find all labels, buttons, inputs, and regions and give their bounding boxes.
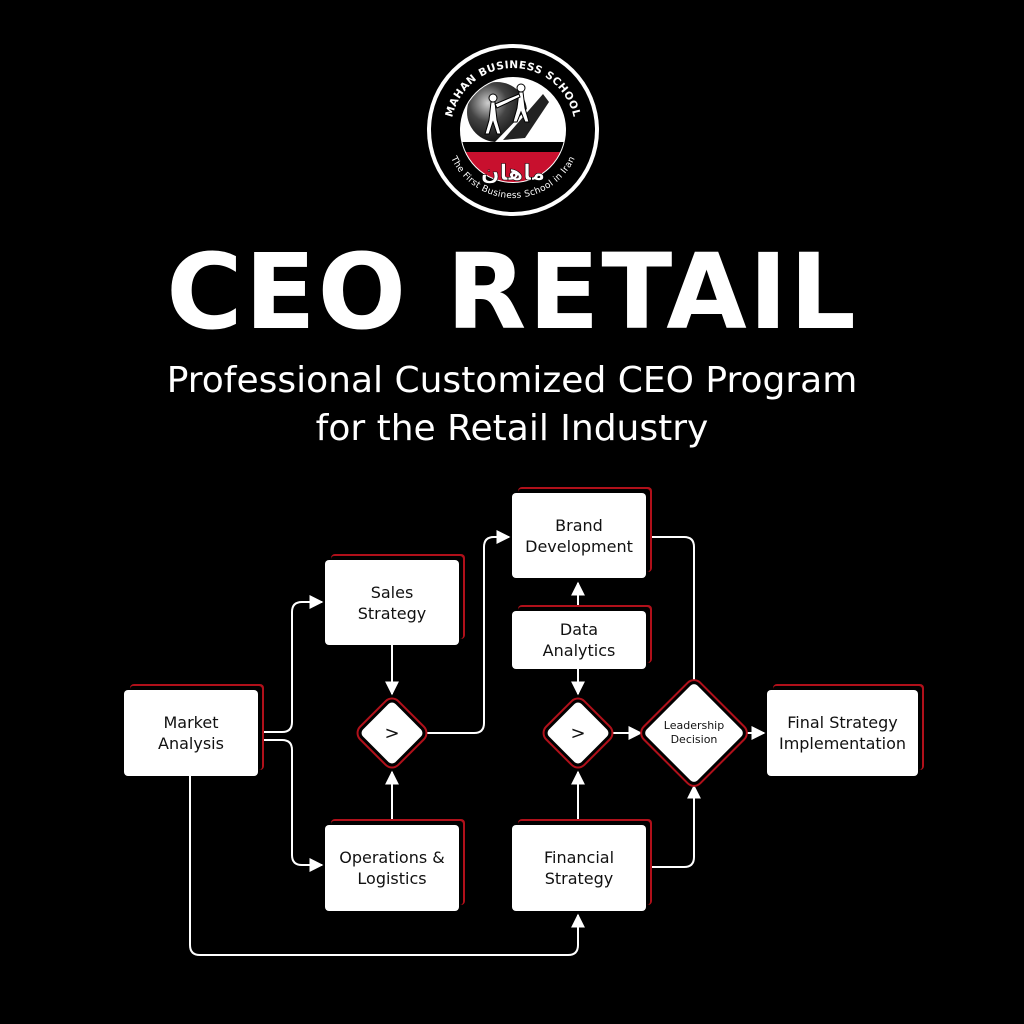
logo-seal-icon: MAHAN BUSINESS SCHOOL The First Business… — [427, 44, 599, 216]
connector-brand-to-leadership — [646, 536, 695, 684]
financial-strategy-box: Financial Strategy — [512, 825, 646, 911]
operations-logistics-box: Operations & Logistics — [325, 825, 459, 911]
market-analysis-box: Market Analysis — [124, 690, 258, 776]
connector-market-to-operations — [258, 739, 324, 872]
connector-financial-to-leadership — [646, 784, 701, 868]
subtitle-line-1: Professional Customized CEO Program — [166, 360, 858, 401]
data-analytics-box: Data Analytics — [512, 611, 646, 669]
sales-strategy-box: Sales Strategy — [325, 560, 459, 645]
logo-persian-text: ماهان — [481, 161, 545, 186]
connector-market-to-financial — [189, 776, 585, 956]
mahan-business-school-logo: MAHAN BUSINESS SCHOOL The First Business… — [425, 42, 601, 218]
final-strategy-box: Final Strategy Implementation — [767, 690, 918, 776]
connector-decision-1-to-brand — [424, 530, 511, 734]
subtitle-line-2: for the Retail Industry — [315, 408, 709, 449]
connector-market-to-sales — [258, 595, 324, 733]
page-title: CEO RETAIL — [166, 231, 858, 353]
brand-development-box: Brand Development — [512, 493, 646, 578]
